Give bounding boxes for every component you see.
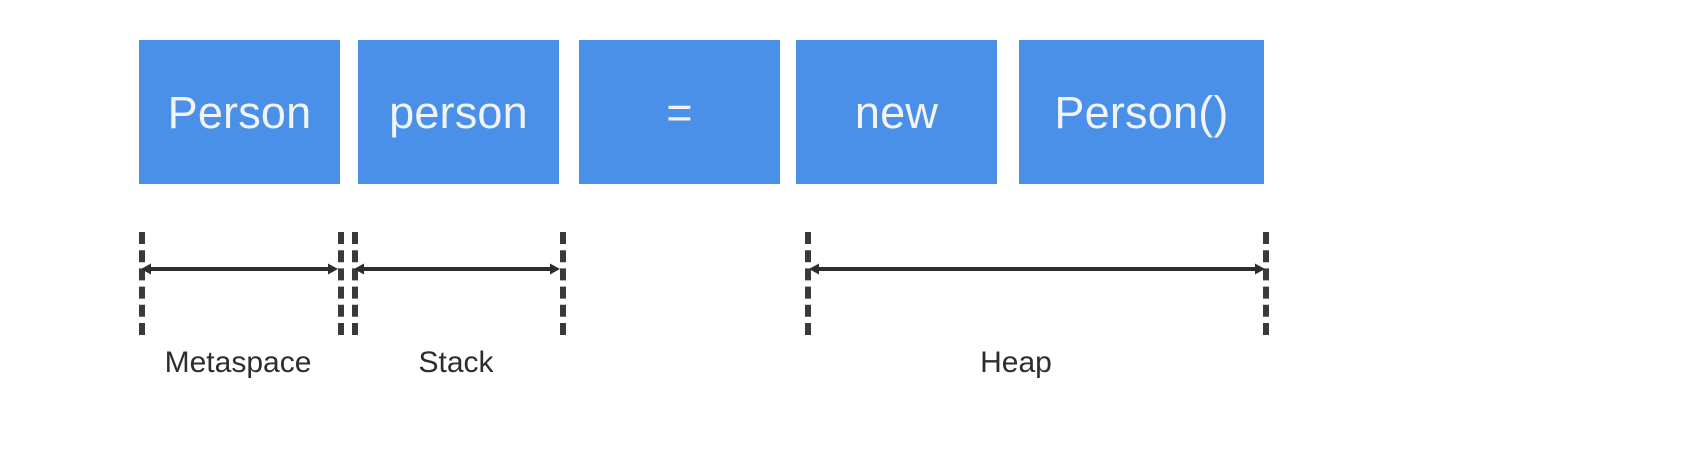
measure-arrow-heap bbox=[809, 252, 1265, 286]
code-token-person-variable: person bbox=[358, 40, 559, 184]
measure-arrow-stack bbox=[354, 252, 560, 286]
region-label-stack: Stack bbox=[418, 346, 494, 379]
guide-line-heap-left bbox=[805, 232, 811, 335]
region-label-heap: Heap bbox=[980, 346, 1052, 379]
guide-line-stack-right bbox=[560, 232, 566, 335]
code-token-new-keyword: new bbox=[796, 40, 997, 184]
code-token-person-class: Person bbox=[139, 40, 340, 184]
guide-line-metaspace-left bbox=[139, 232, 145, 335]
region-label-metaspace: Metaspace bbox=[164, 346, 312, 379]
measure-arrow-metaspace bbox=[141, 252, 338, 286]
guide-line-heap-right bbox=[1263, 232, 1269, 335]
guide-line-metaspace-right bbox=[338, 232, 344, 335]
code-token-assignment-operator: = bbox=[579, 40, 780, 184]
code-token-person-constructor: Person() bbox=[1019, 40, 1264, 184]
guide-line-stack-left bbox=[352, 232, 358, 335]
